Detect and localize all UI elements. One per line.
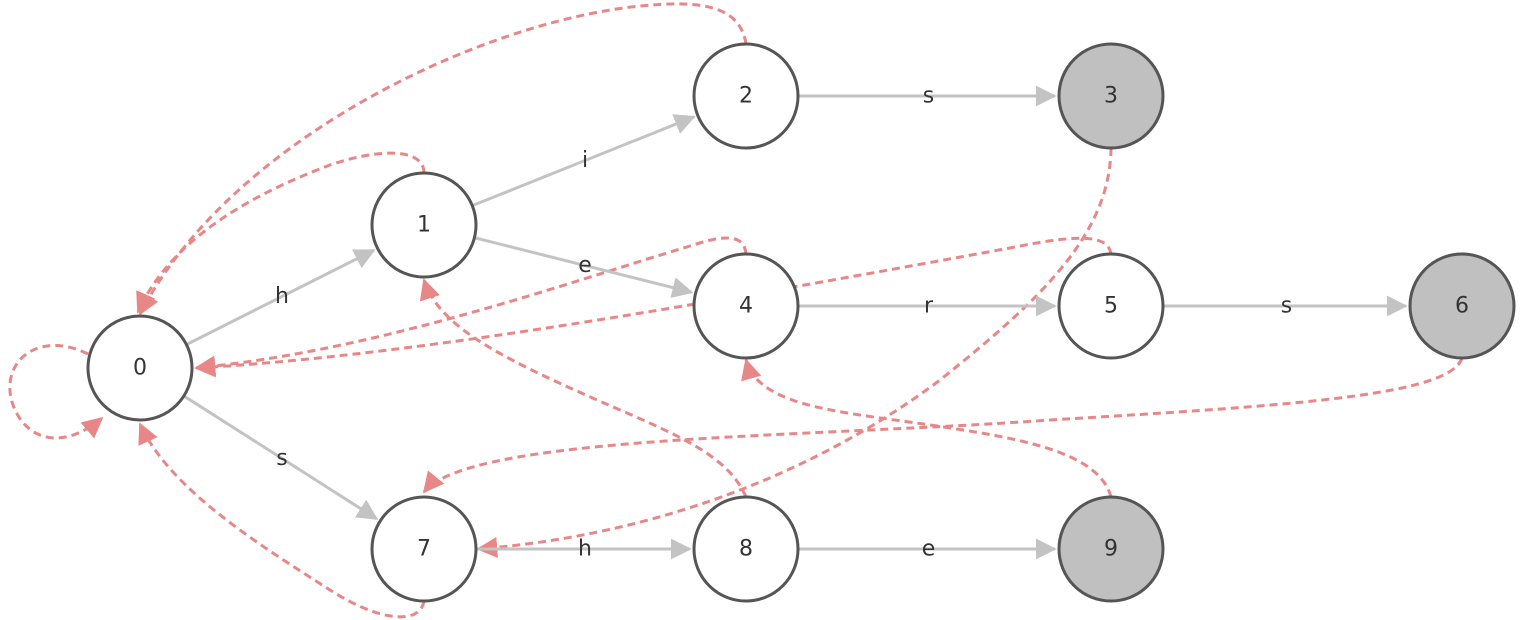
state-label-7: 7 bbox=[417, 537, 431, 562]
transition-label-7-to-8: h bbox=[578, 537, 592, 562]
transition-label-2-to-3: s bbox=[923, 84, 934, 109]
transition-label-8-to-9: e bbox=[922, 537, 936, 562]
states: 0 1 2 3 4 5 6 7 8 9 bbox=[86, 42, 1516, 603]
failure-link-7-to-0 bbox=[138, 422, 426, 619]
transition-label-4-to-5: r bbox=[924, 294, 934, 319]
failure-link-5-to-0 bbox=[194, 236, 1113, 378]
state-circle bbox=[86, 314, 194, 422]
failure-link-8-to-1 bbox=[419, 278, 748, 498]
accepting-state-circle bbox=[1408, 252, 1516, 360]
state-node-4: 4 bbox=[692, 252, 800, 360]
state-label-9: 9 bbox=[1104, 537, 1118, 562]
state-circle bbox=[1057, 252, 1165, 360]
failure-link-6-to-7 bbox=[422, 357, 1464, 494]
transition-0-to-7 bbox=[183, 394, 379, 521]
state-circle bbox=[370, 495, 478, 603]
transition-1-to-2 bbox=[471, 114, 696, 208]
accepting-state-circle bbox=[1057, 495, 1165, 603]
transition-labels: h s i e s r s h e bbox=[275, 84, 1292, 562]
transition-label-0-to-1: h bbox=[275, 284, 289, 309]
state-node-7: 7 bbox=[370, 495, 478, 603]
transition-label-0-to-7: s bbox=[276, 446, 287, 471]
state-node-1: 1 bbox=[370, 171, 478, 279]
state-label-4: 4 bbox=[739, 294, 753, 319]
state-node-9: 9 bbox=[1057, 495, 1165, 603]
state-label-0: 0 bbox=[133, 356, 147, 381]
failure-link-0-to-0 bbox=[8, 343, 104, 440]
state-node-5: 5 bbox=[1057, 252, 1165, 360]
state-node-6: 6 bbox=[1408, 252, 1516, 360]
state-label-5: 5 bbox=[1104, 294, 1118, 319]
state-label-3: 3 bbox=[1104, 84, 1118, 109]
state-label-8: 8 bbox=[739, 537, 753, 562]
failure-links bbox=[8, 2, 1464, 619]
failure-link-3-to-7 bbox=[476, 147, 1113, 558]
state-label-6: 6 bbox=[1455, 294, 1469, 319]
state-node-2: 2 bbox=[692, 42, 800, 150]
failure-link-4-to-0 bbox=[194, 236, 748, 377]
state-circle bbox=[692, 495, 800, 603]
transition-0-to-1 bbox=[185, 248, 376, 346]
state-node-3: 3 bbox=[1057, 42, 1165, 150]
state-label-1: 1 bbox=[417, 213, 431, 238]
accepting-state-circle bbox=[1057, 42, 1165, 150]
transitions bbox=[183, 85, 1408, 560]
transition-1-to-4 bbox=[474, 236, 694, 298]
state-label-2: 2 bbox=[739, 84, 753, 109]
state-circle bbox=[692, 42, 800, 150]
transition-label-1-to-4: e bbox=[578, 253, 592, 278]
transition-label-5-to-6: s bbox=[1281, 294, 1292, 319]
failure-link-9-to-4 bbox=[741, 358, 1113, 498]
state-circle bbox=[370, 171, 478, 279]
transition-label-1-to-2: i bbox=[582, 148, 588, 173]
state-node-8: 8 bbox=[692, 495, 800, 603]
state-circle bbox=[692, 252, 800, 360]
state-node-0: 0 bbox=[86, 314, 194, 422]
failure-link-2-to-0 bbox=[138, 2, 748, 316]
